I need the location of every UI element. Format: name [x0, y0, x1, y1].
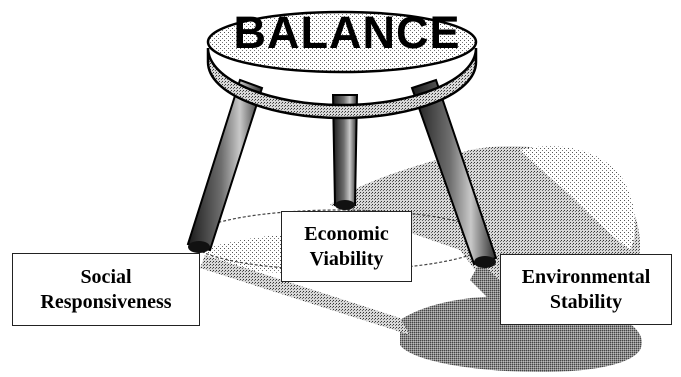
- economic-label-line1: Economic: [304, 222, 389, 245]
- social-label-line1: Social: [80, 265, 132, 288]
- economic-viability-label: Economic Viability: [281, 211, 412, 282]
- social-label-line2: Responsiveness: [40, 290, 172, 313]
- environmental-label-line1: Environmental: [521, 265, 651, 288]
- balance-title: BALANCE: [233, 7, 461, 58]
- stool-leg-left: [186, 78, 264, 252]
- stool-seat: [206, 10, 478, 120]
- environmental-stability-label: Environmental Stability: [500, 254, 672, 325]
- stool-legs: [186, 78, 498, 268]
- stool-leg-right: [410, 78, 498, 266]
- environmental-label-line2: Stability: [549, 290, 623, 313]
- social-responsiveness-label: Social Responsiveness: [12, 253, 200, 326]
- economic-label-line2: Viability: [309, 247, 384, 270]
